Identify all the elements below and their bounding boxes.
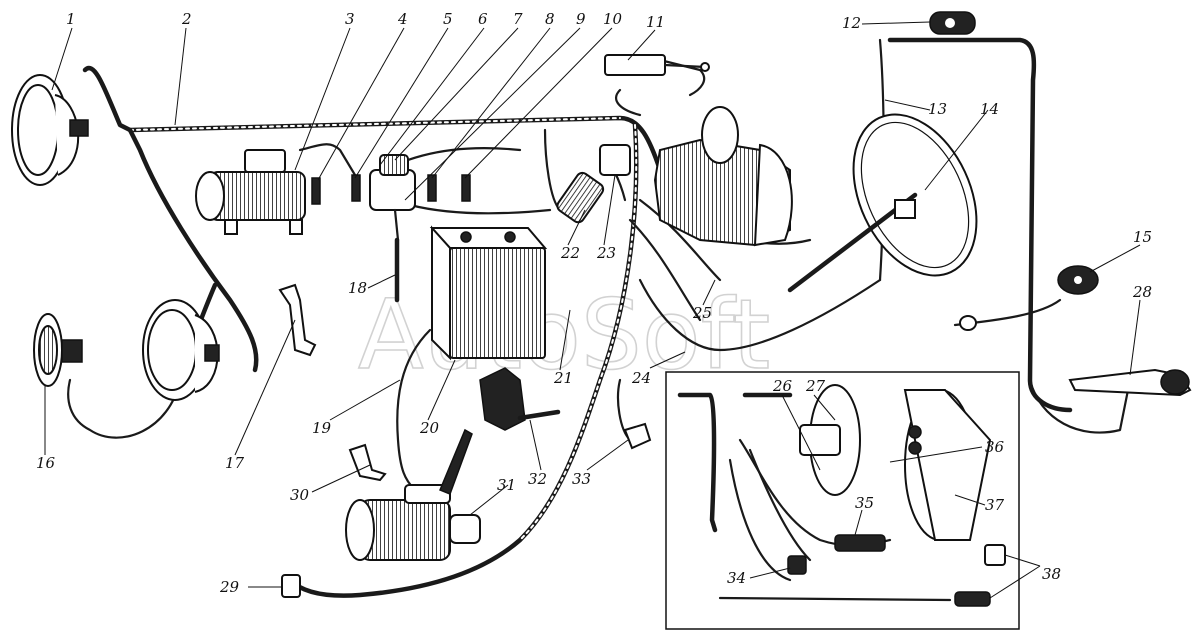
callout-6: 6 bbox=[478, 10, 488, 28]
connector-block bbox=[599, 144, 631, 176]
dimmer-switch bbox=[1068, 368, 1192, 397]
callout-33: 33 bbox=[572, 470, 591, 488]
callout-16: 16 bbox=[36, 454, 56, 472]
callout-17: 17 bbox=[225, 454, 245, 472]
instrument-cluster bbox=[653, 106, 793, 247]
callout-10: 10 bbox=[603, 10, 623, 28]
callout-31: 31 bbox=[497, 476, 516, 494]
callout-2: 2 bbox=[181, 10, 192, 28]
battery bbox=[429, 225, 548, 361]
callout-5: 5 bbox=[443, 10, 453, 28]
callout-29: 29 bbox=[219, 578, 240, 596]
ignition-coil bbox=[556, 171, 605, 224]
light-switch bbox=[1057, 265, 1099, 295]
small-lamp bbox=[959, 315, 977, 331]
horn bbox=[33, 313, 83, 387]
callout-24: 24 bbox=[631, 369, 651, 387]
wiper-switch bbox=[604, 54, 710, 76]
callout-28: 28 bbox=[1132, 283, 1152, 301]
callout-26: 26 bbox=[772, 377, 793, 395]
sensor-29 bbox=[281, 574, 301, 598]
callout-12: 12 bbox=[842, 14, 861, 32]
callout-38: 38 bbox=[1042, 565, 1061, 583]
callout-13: 13 bbox=[928, 100, 947, 118]
leader-lines bbox=[44, 21, 1141, 599]
headlight-right bbox=[142, 299, 220, 401]
callout-4: 4 bbox=[397, 10, 408, 28]
callout-36: 36 bbox=[985, 438, 1005, 456]
callout-18: 18 bbox=[348, 279, 367, 297]
fuse-bracket bbox=[278, 283, 317, 357]
callout-14: 14 bbox=[980, 100, 999, 118]
callout-15: 15 bbox=[1133, 228, 1152, 246]
callout-3: 3 bbox=[345, 10, 355, 28]
callout-23: 23 bbox=[596, 244, 616, 262]
callout-20: 20 bbox=[419, 419, 440, 437]
callout-30: 30 bbox=[290, 486, 310, 504]
callout-34: 34 bbox=[727, 569, 746, 587]
generator bbox=[195, 149, 306, 235]
callout-27: 27 bbox=[805, 377, 826, 395]
callout-7: 7 bbox=[513, 10, 523, 28]
callout-22: 22 bbox=[560, 244, 580, 262]
spark-plugs bbox=[311, 174, 471, 205]
ceiling-lamp bbox=[929, 11, 976, 35]
callout-35: 35 bbox=[855, 494, 874, 512]
callout-11: 11 bbox=[646, 13, 665, 31]
callout-37: 37 bbox=[985, 496, 1005, 514]
callout-8: 8 bbox=[545, 10, 555, 28]
callout-21: 21 bbox=[553, 369, 573, 387]
starter-pedal bbox=[479, 367, 561, 431]
callout-32: 32 bbox=[528, 470, 547, 488]
headlight-left bbox=[11, 74, 89, 186]
callout-25: 25 bbox=[692, 304, 712, 322]
callout-1: 1 bbox=[66, 10, 76, 28]
callout-labels: 1 2 3 4 5 6 7 8 9 10 11 12 13 14 15 16 1… bbox=[36, 10, 1152, 596]
callout-19: 19 bbox=[312, 419, 332, 437]
steering-wheel bbox=[787, 113, 978, 293]
starter-motor bbox=[345, 428, 481, 561]
terminal-30 bbox=[348, 443, 387, 482]
inset-panel bbox=[665, 371, 1020, 630]
terminal-33 bbox=[623, 422, 652, 450]
callout-9: 9 bbox=[576, 10, 586, 28]
